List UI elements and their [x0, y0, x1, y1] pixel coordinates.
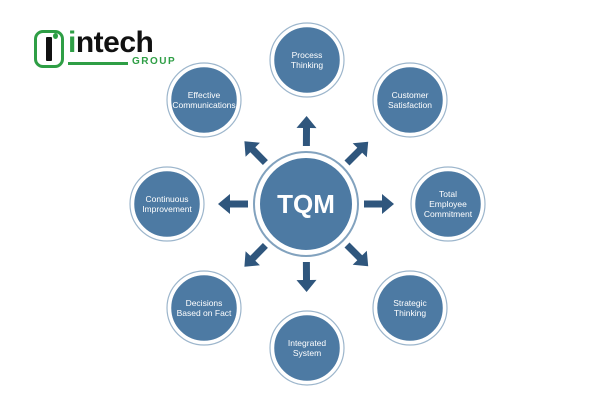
node-circle	[374, 272, 446, 344]
logo-word-rest: ntech	[75, 26, 154, 59]
node-label-line: Thinking	[291, 60, 323, 70]
intech-group-logo: intech GROUP	[34, 26, 175, 74]
node-label-line: Commitment	[424, 209, 473, 219]
nodes-layer: ProcessThinkingCustomerSatisfactionTotal…	[129, 22, 486, 386]
node-label-line: Employee	[429, 199, 467, 209]
node-label-line: Satisfaction	[388, 100, 432, 110]
node-label-line: Process	[292, 50, 323, 60]
node-outer-ring	[410, 166, 486, 242]
logo-wordmark: intech	[68, 26, 154, 60]
node-circle	[271, 312, 343, 384]
center-node: TQM	[253, 151, 359, 257]
arrow-to-strategic-thinking	[344, 242, 369, 267]
logo-subtitle: GROUP	[132, 56, 177, 67]
node-label-line: System	[293, 348, 321, 358]
node-circle	[168, 272, 240, 344]
node-label-line: Decisions	[186, 298, 223, 308]
node-label-line: Thinking	[394, 308, 426, 318]
node-outer-ring	[166, 62, 242, 138]
node-label-line: Effective	[188, 90, 221, 100]
node-label-line: Improvement	[142, 204, 192, 214]
intech-logo-mark	[34, 30, 64, 68]
logo-underline	[68, 62, 128, 65]
node-outer-ring	[269, 310, 345, 386]
node-circle	[412, 168, 484, 240]
node-outer-ring	[372, 270, 448, 346]
node-label-line: Strategic	[393, 298, 427, 308]
node-outer-ring	[166, 270, 242, 346]
node-outer-ring	[129, 166, 205, 242]
arrow-to-integrated-system	[296, 262, 317, 292]
node-circle	[131, 168, 203, 240]
node-circle	[374, 64, 446, 136]
node-label-line: Total	[439, 189, 457, 199]
node-outer-ring	[269, 22, 345, 98]
node-circle	[271, 24, 343, 96]
logo-word-i: i	[68, 26, 76, 59]
center-label: TQM	[277, 189, 335, 219]
arrow-to-process-thinking	[296, 116, 317, 146]
node-label-line: Customer	[392, 90, 429, 100]
node-circle	[168, 64, 240, 136]
arrow-to-effective-communications	[244, 141, 268, 165]
node-label-line: Continuous	[145, 194, 188, 204]
node-label-line: Integrated	[288, 338, 327, 348]
arrow-to-total-employee-commitment	[364, 194, 394, 214]
arrow-to-continuous-improvement	[218, 194, 248, 214]
center-circle	[256, 154, 356, 254]
center-outer-ring	[253, 151, 359, 257]
arrow-to-decisions-based-on-fact	[244, 243, 268, 267]
node-label-line: Communications	[172, 100, 235, 110]
arrow-to-customer-satisfaction	[344, 141, 369, 166]
node-label-line: Based on Fact	[177, 308, 232, 318]
node-outer-ring	[372, 62, 448, 138]
arrows-layer	[218, 116, 394, 292]
